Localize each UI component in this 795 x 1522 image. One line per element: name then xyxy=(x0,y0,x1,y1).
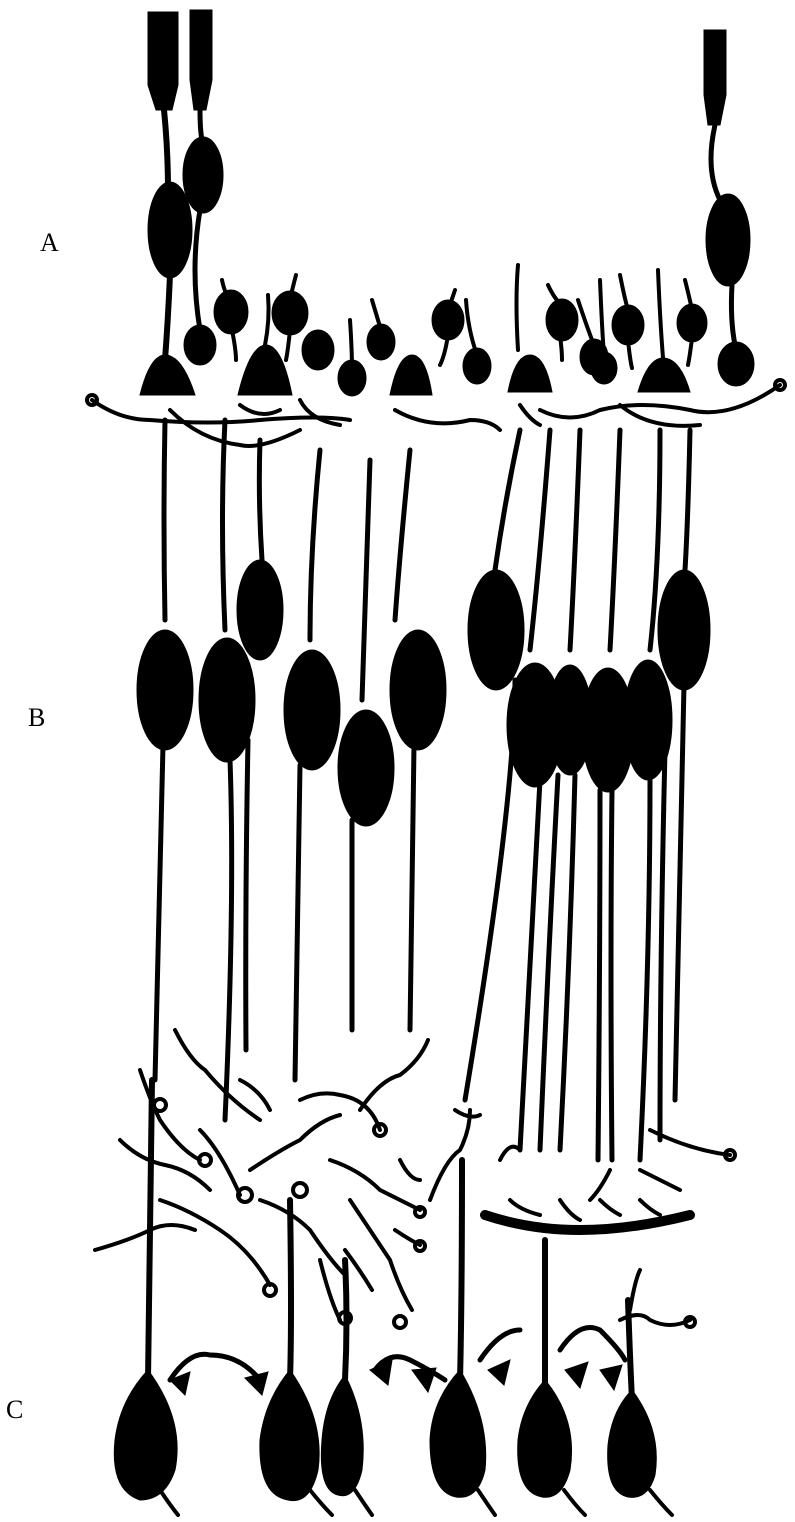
cone-pedicle xyxy=(390,355,432,395)
terminal xyxy=(412,1368,436,1392)
bipolar-soma xyxy=(468,570,524,690)
inner-plexiform-branches xyxy=(95,1030,735,1328)
ganglion-soma xyxy=(430,1370,486,1497)
ganglion-soma xyxy=(608,1390,657,1497)
photoreceptor-layer xyxy=(140,10,754,396)
cone-pedicle xyxy=(140,355,195,395)
ink-group xyxy=(87,10,785,1515)
bipolar-soma xyxy=(338,710,394,826)
ganglion-soma xyxy=(114,1370,177,1500)
bipolar-soma xyxy=(390,630,446,750)
bipolar-soma xyxy=(137,630,193,750)
terminal xyxy=(245,1372,268,1395)
layer-label-c: C xyxy=(6,1397,23,1423)
terminal xyxy=(488,1360,510,1385)
cone-pedicle xyxy=(238,345,292,395)
layer-label-a: A xyxy=(40,230,59,256)
outer-segment xyxy=(704,30,726,125)
ganglion-layer xyxy=(114,1080,672,1515)
terminal xyxy=(565,1362,588,1388)
ganglion-soma xyxy=(518,1380,572,1497)
outer-segment xyxy=(148,12,178,110)
terminal xyxy=(600,1365,622,1390)
rod-nucleus xyxy=(183,137,223,213)
bipolar-soma xyxy=(658,570,710,690)
layer-label-b: B xyxy=(28,705,45,731)
cone-pedicle xyxy=(638,358,690,392)
cone-pedicle xyxy=(508,355,552,392)
outer-segment xyxy=(190,10,212,110)
bipolar-soma xyxy=(284,650,340,770)
rod-nucleus xyxy=(148,182,192,278)
rod-nucleus xyxy=(706,194,750,286)
ganglion-soma xyxy=(260,1370,319,1501)
bipolar-soma xyxy=(237,560,283,660)
ganglion-soma xyxy=(321,1375,363,1496)
